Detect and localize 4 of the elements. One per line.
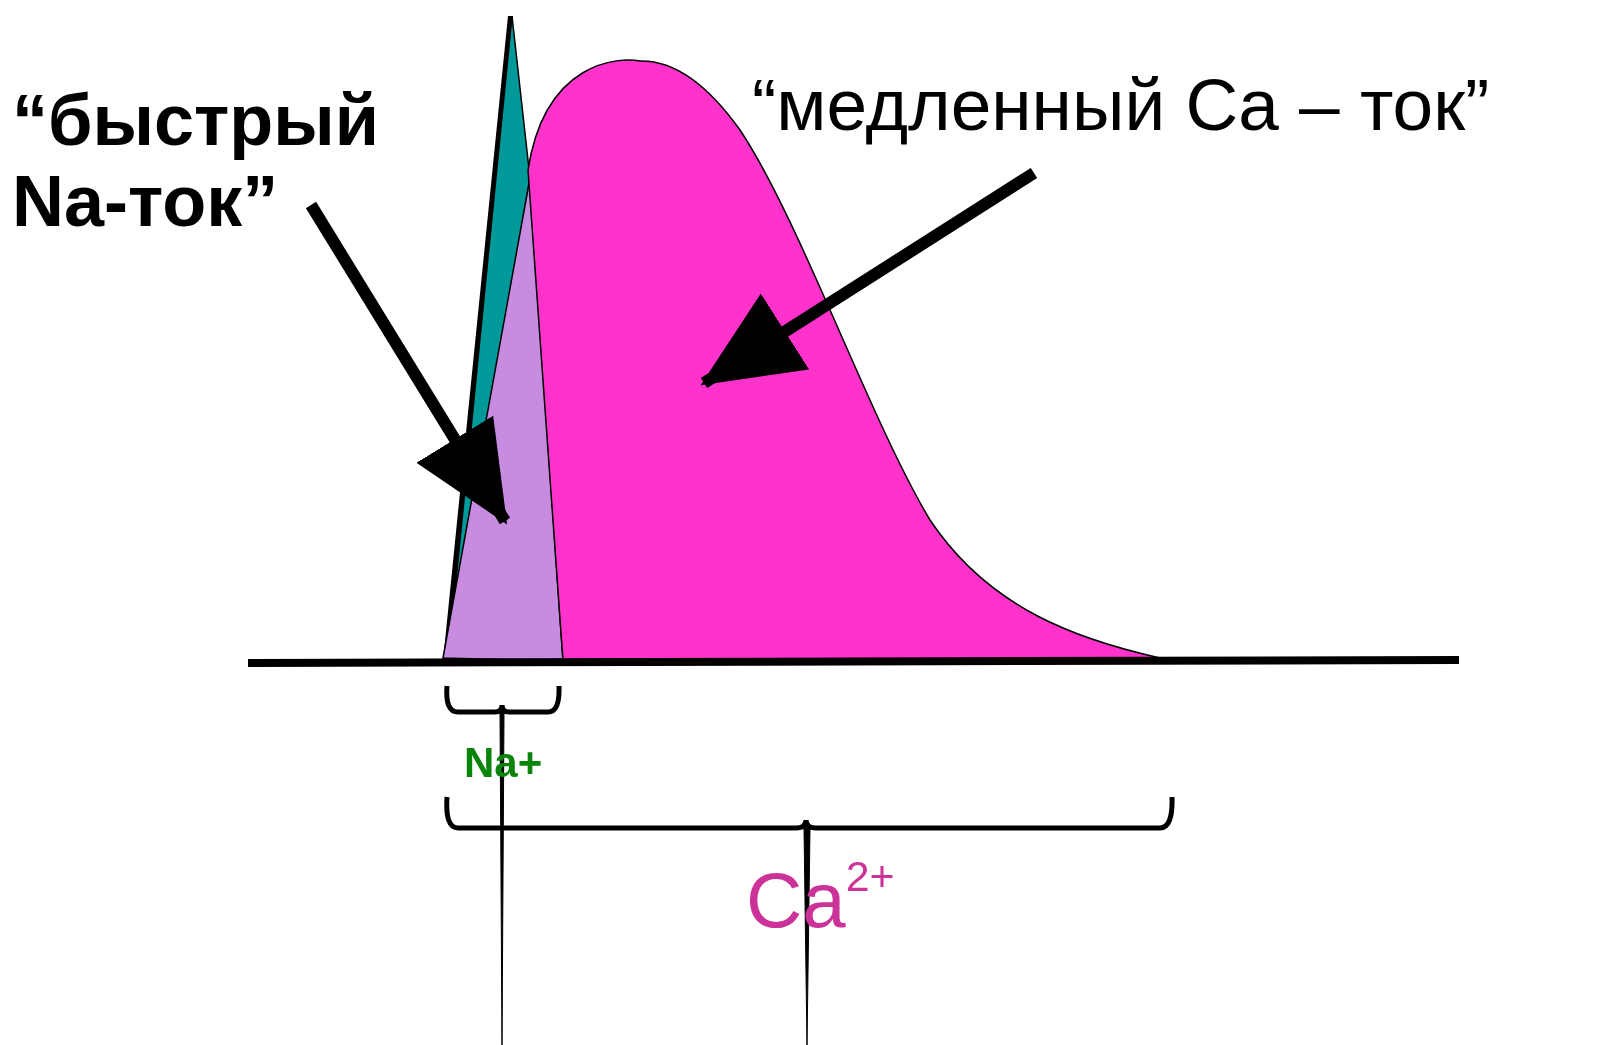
arrow: [305, 201, 511, 525]
arrow: [700, 167, 1038, 389]
callout-text: “быстрый Na-ток”: [12, 80, 432, 242]
callout-text: “медленный Ca – ток”: [752, 64, 1622, 146]
